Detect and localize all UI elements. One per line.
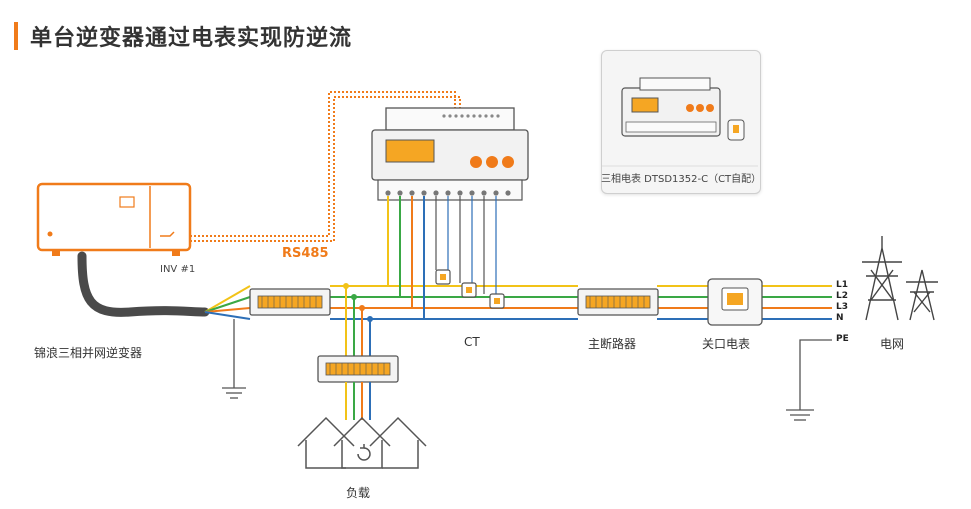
line-label-n: N: [836, 313, 844, 323]
load-label: 负载: [346, 486, 371, 500]
meter-photo-illustration: [602, 77, 758, 167]
load-houses-icon: [297, 416, 427, 469]
inverter-ground: [222, 319, 246, 399]
bus-lines: [204, 285, 832, 320]
gateway-meter: [707, 278, 763, 326]
ct-label: CT: [464, 335, 480, 349]
meter-voltage-taps: [387, 196, 425, 319]
energy-meter: [371, 107, 529, 201]
rs485-cable: [190, 91, 461, 242]
pe-ground: [786, 339, 832, 421]
main-breaker-label: 主断路器: [588, 337, 637, 351]
inverter: [36, 182, 192, 256]
rs485-label: RS485: [282, 246, 329, 261]
grid-label: 电网: [880, 337, 905, 351]
line-label-l1: L1: [836, 280, 848, 290]
page-title: 单台逆变器通过电表实现防逆流: [30, 26, 353, 51]
inverter-cable: [77, 251, 210, 317]
inverter-id-label: INV #1: [160, 264, 196, 275]
line-label-pe: PE: [836, 334, 849, 344]
current-transformers: [435, 196, 505, 309]
meter-photo-caption: 三相电表 DTSD1352-C（CT自配）: [601, 174, 762, 185]
gateway-meter-label: 关口电表: [702, 337, 751, 351]
inverter-name-label: 锦浪三相并网逆变器: [34, 346, 143, 360]
inverter-breaker: [249, 288, 331, 316]
title-accent-bar: [14, 22, 18, 50]
load-branch: [317, 283, 399, 420]
main-breaker: [577, 288, 659, 316]
line-label-l2: L2: [836, 291, 848, 301]
grid-tower-icon: [862, 236, 938, 321]
line-label-l3: L3: [836, 302, 848, 312]
